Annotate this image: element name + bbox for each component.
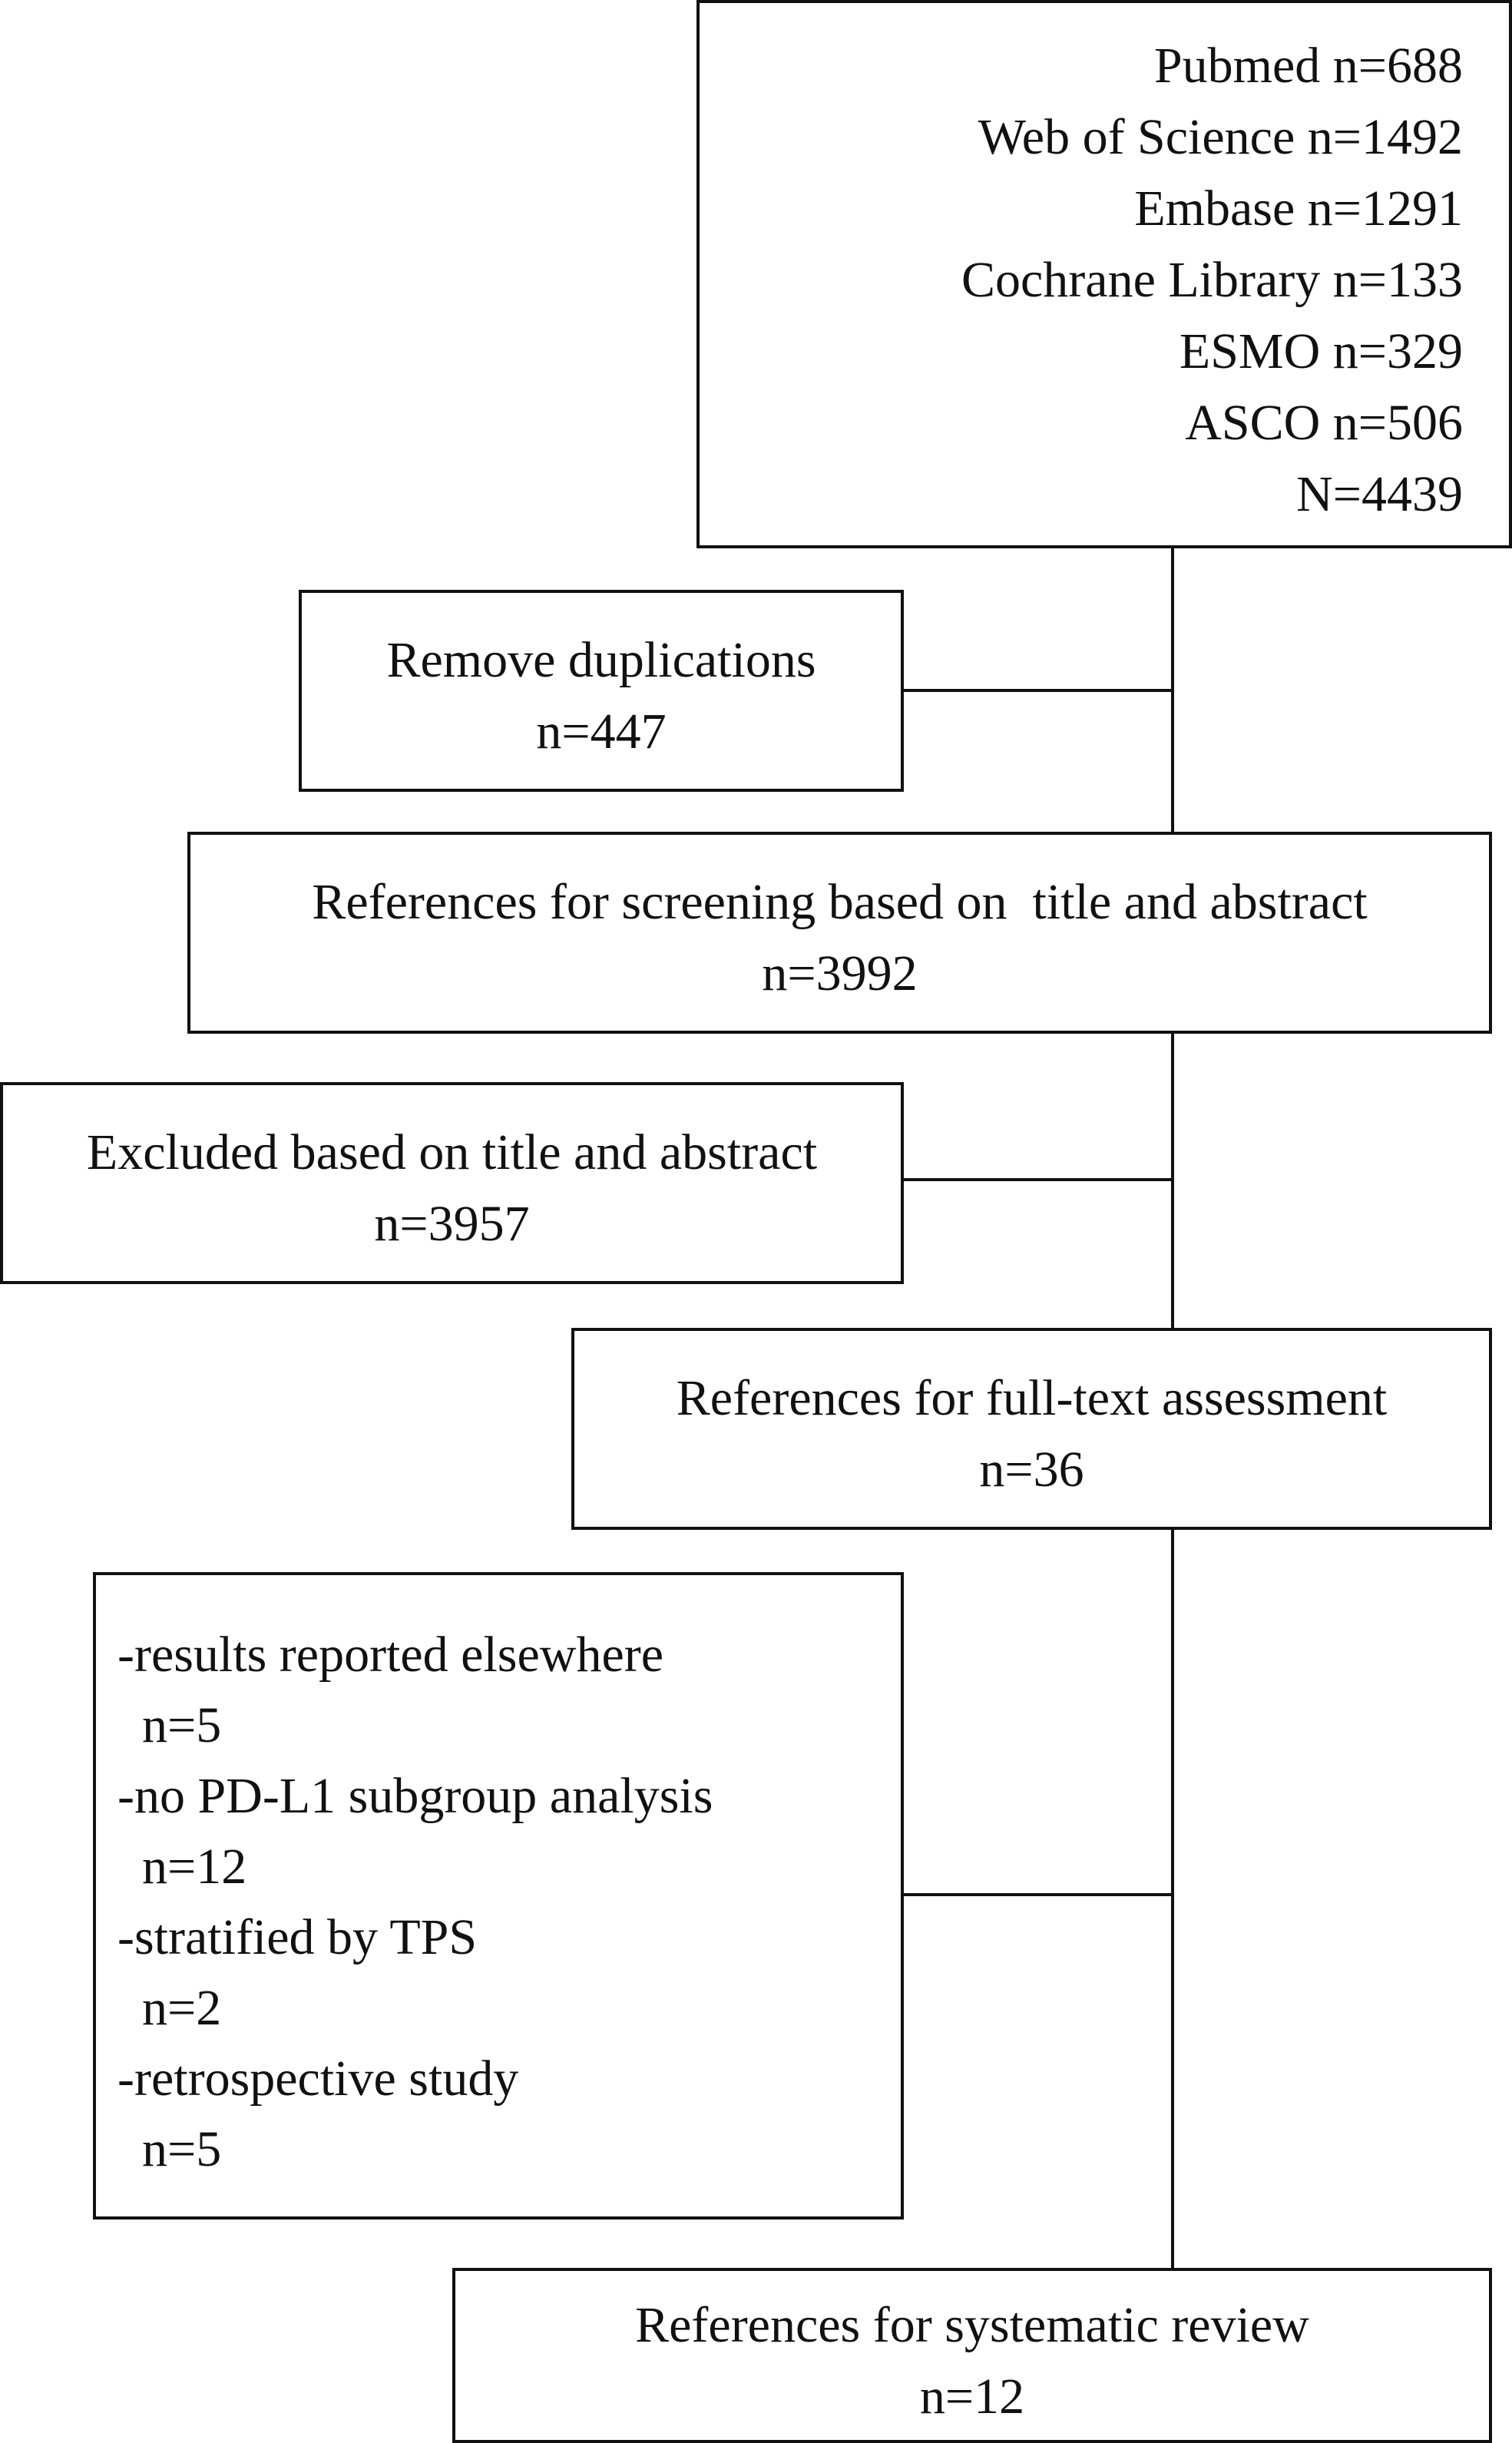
source-esmo: ESMO n=329 bbox=[1179, 323, 1463, 379]
excluded-box: Excluded based on title and abstract n=3… bbox=[0, 1082, 904, 1284]
remove-duplications-box: Remove duplications n=447 bbox=[299, 590, 904, 792]
excluded-label: Excluded based on title and abstract bbox=[86, 1124, 818, 1180]
full-text-assessment-box: References for full-text assessment n=36 bbox=[571, 1328, 1492, 1530]
fulltext-count: n=36 bbox=[979, 1442, 1084, 1498]
source-cochrane: Cochrane Library n=133 bbox=[961, 252, 1463, 308]
source-total: N=4439 bbox=[1296, 466, 1463, 522]
reason-label: -retrospective study bbox=[117, 2051, 519, 2107]
source-pubmed: Pubmed n=688 bbox=[1153, 38, 1463, 94]
fulltext-label: References for full-text assessment bbox=[676, 1370, 1388, 1426]
source-web-of-science: Web of Science n=1492 bbox=[978, 109, 1463, 165]
reason-count: n=5 bbox=[142, 1697, 222, 1753]
source-asco: ASCO n=506 bbox=[1185, 395, 1463, 451]
screening-label: References for screening based on title … bbox=[312, 874, 1368, 930]
duplicates-label: Remove duplications bbox=[386, 632, 816, 688]
reason-label: -stratified by TPS bbox=[117, 1909, 478, 1965]
review-count: n=12 bbox=[919, 2369, 1025, 2425]
screening-box: References for screening based on title … bbox=[187, 832, 1492, 1034]
duplicates-count: n=447 bbox=[536, 703, 667, 760]
reason-count: n=5 bbox=[142, 2121, 222, 2177]
review-label: References for systematic review bbox=[635, 2297, 1309, 2353]
systematic-review-box: References for systematic review n=12 bbox=[452, 2268, 1492, 2443]
reason-count: n=2 bbox=[142, 1980, 222, 2036]
source-embase: Embase n=1291 bbox=[1134, 180, 1463, 237]
exclusion-reasons-box: -results reported elsewhere n=5 -no PD-L… bbox=[93, 1572, 904, 2220]
reason-count: n=12 bbox=[142, 1839, 247, 1895]
reason-label: -results reported elsewhere bbox=[117, 1627, 664, 1683]
database-sources-box: Pubmed n=688 Web of Science n=1492 Embas… bbox=[696, 0, 1512, 548]
screening-count: n=3992 bbox=[762, 945, 918, 1001]
reason-label: -no PD-L1 subgroup analysis bbox=[117, 1768, 713, 1824]
excluded-count: n=3957 bbox=[374, 1196, 530, 1252]
